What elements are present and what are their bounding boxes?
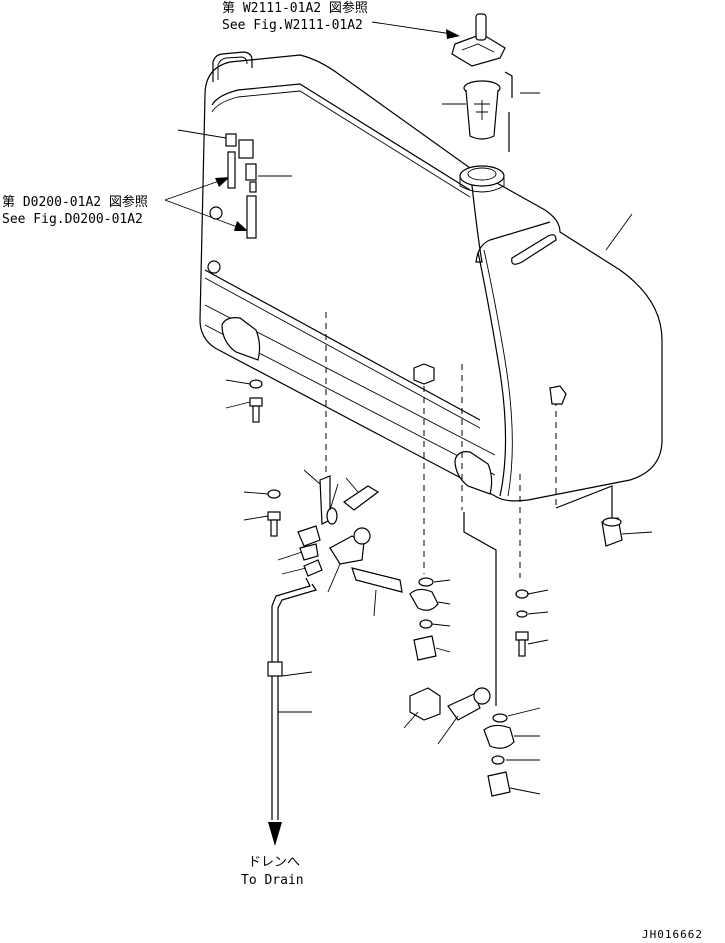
ref-top-en: See Fig.W2111-01A2 xyxy=(222,18,363,33)
strainer xyxy=(463,80,501,140)
filler-cap xyxy=(451,13,506,67)
upper-left-fittings xyxy=(225,133,257,239)
right-line-route xyxy=(461,364,521,706)
ref-left-en: See Fig.D0200-01A2 xyxy=(2,212,143,227)
drain-label-jp: ドレンへ xyxy=(248,855,300,870)
fuel-tank-body xyxy=(199,51,663,502)
ref-top-jp: 第 W2111-01A2 図参照 xyxy=(222,0,368,16)
drain-pipe xyxy=(267,577,317,846)
drain-label-en: To Drain xyxy=(241,873,304,888)
lower-right-fittings xyxy=(409,687,515,797)
ref-left-arrows xyxy=(164,177,248,231)
right-plug xyxy=(549,385,623,547)
drawing-code: JH016662 xyxy=(642,928,703,941)
drain-valve-left xyxy=(329,527,403,593)
center-fittings xyxy=(409,363,439,661)
leader-lines xyxy=(177,92,653,795)
cap-gasket-rod xyxy=(504,71,513,152)
ref-left-jp: 第 D0200-01A2 図参照 xyxy=(2,194,148,210)
right-washers-bolt xyxy=(515,589,529,657)
ref-top-arrow xyxy=(371,21,460,39)
left-washer-bolt xyxy=(249,379,263,423)
bracket-assembly xyxy=(267,312,380,577)
